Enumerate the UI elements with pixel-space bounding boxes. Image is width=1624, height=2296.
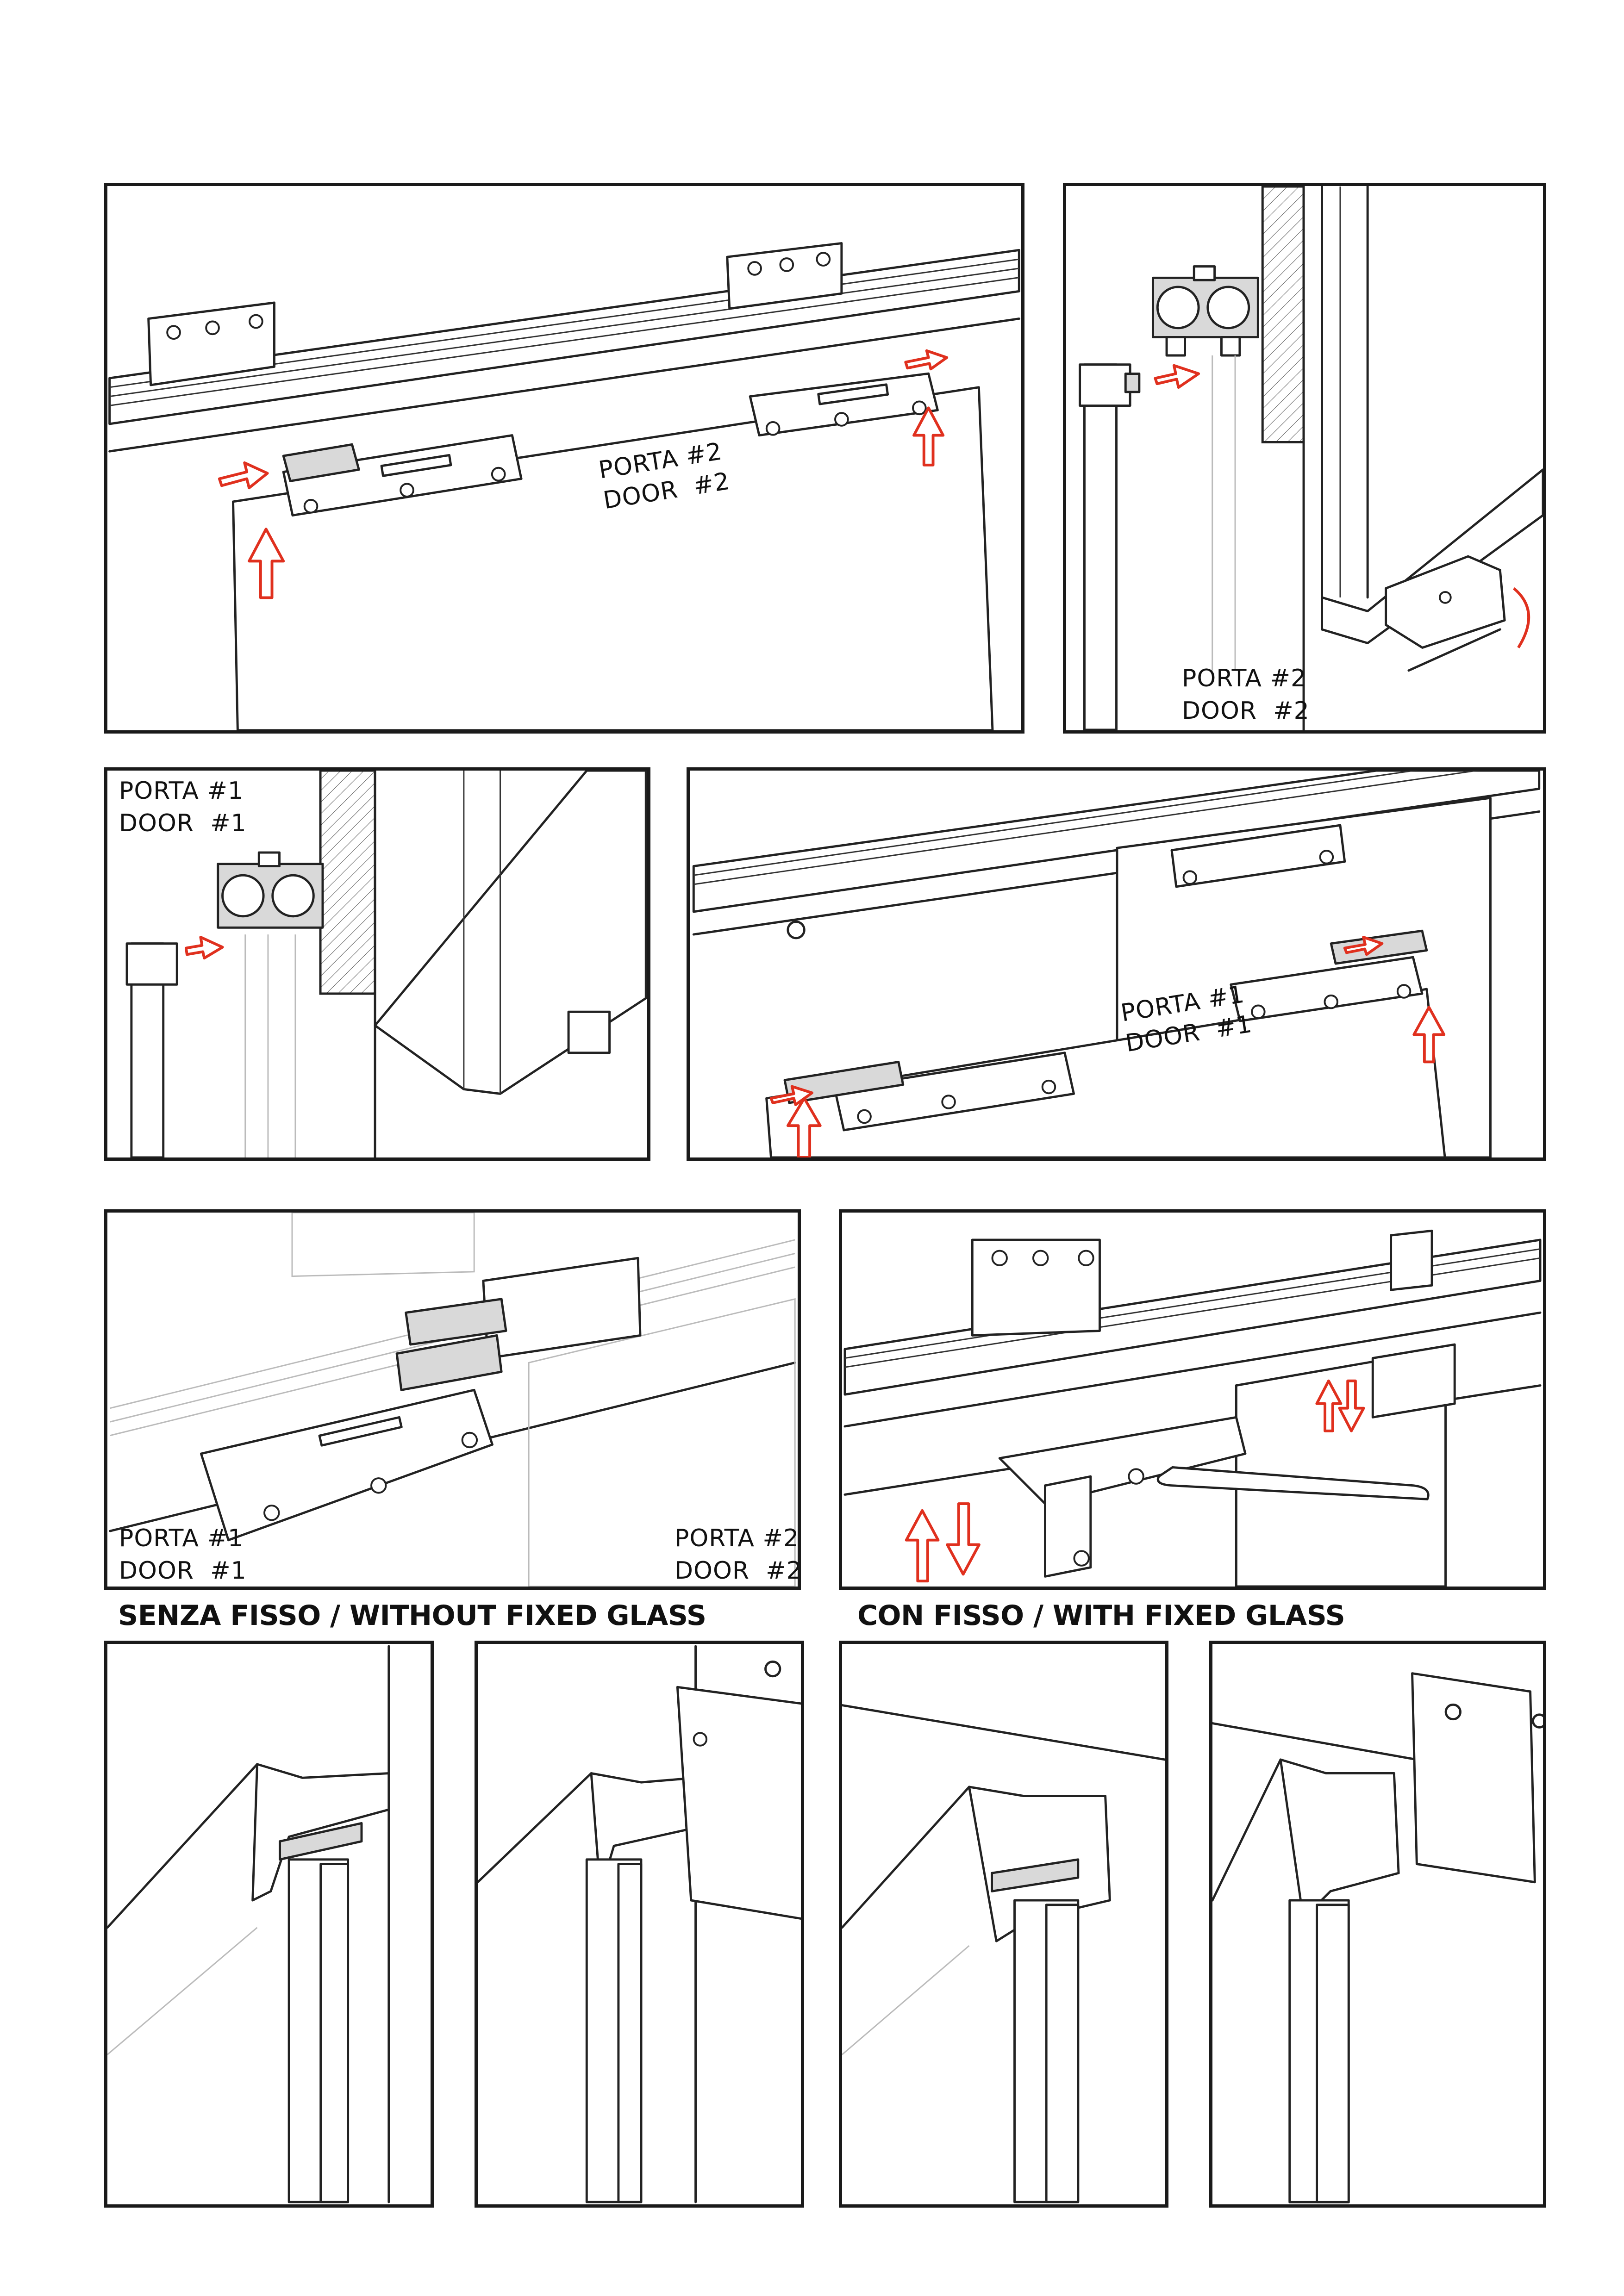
door2-detail-illustration bbox=[1079, 186, 1543, 730]
red-arrow-icon bbox=[1343, 936, 1384, 956]
door2-detail-label-it: PORTA #2 bbox=[1182, 665, 1307, 692]
screw-icon bbox=[764, 1660, 781, 1678]
red-arrow-icon bbox=[769, 1085, 813, 1106]
panel-7-without-fixed-profile bbox=[104, 1641, 434, 2208]
red-arrow-icon bbox=[905, 1509, 940, 1583]
red-arrow-icon bbox=[946, 1502, 981, 1576]
both-doors-label-door1-en: DOOR #1 bbox=[119, 1557, 247, 1585]
heading-with-fixed-glass: CON FISSO / WITH FIXED GLASS bbox=[857, 1599, 1345, 1632]
red-arrow-icon bbox=[904, 349, 949, 371]
red-arrow-icon bbox=[218, 461, 269, 490]
spanner-icon bbox=[1156, 1466, 1430, 1500]
both-doors-carriage-illustration bbox=[109, 1213, 796, 1587]
heading-without-fixed-glass: SENZA FISSO / WITHOUT FIXED GLASS bbox=[118, 1599, 706, 1632]
panel-2-door2-detail: PORTA #2 DOOR #2 bbox=[1063, 183, 1546, 734]
door1-detail-illustration bbox=[125, 771, 647, 1157]
screw-icon bbox=[1444, 1703, 1462, 1721]
red-arrow-icon bbox=[1338, 1379, 1365, 1432]
with-fixed-profile-illustration bbox=[842, 1704, 1165, 2203]
both-doors-label-door1-it: PORTA #1 bbox=[119, 1524, 244, 1552]
door2-detail-label-en: DOOR #2 bbox=[1182, 697, 1310, 725]
red-arrow-icon bbox=[184, 936, 224, 960]
red-arrow-icon bbox=[786, 1097, 822, 1157]
end-cover-plate bbox=[676, 1686, 801, 1920]
screw-icon bbox=[1531, 1713, 1543, 1729]
panel-10-with-fixed-cover bbox=[1209, 1641, 1546, 2208]
door1-label-it: PORTA #1 bbox=[119, 777, 244, 805]
without-fixed-profile-illustration bbox=[107, 1645, 390, 2203]
end-cover-plate bbox=[1411, 1672, 1536, 1884]
both-doors-label-door2-en: DOOR #2 bbox=[675, 1557, 801, 1585]
door2-hanging-illustration bbox=[108, 242, 1020, 730]
red-arrow-icon bbox=[1412, 1006, 1446, 1064]
panel-1-door2-hanging: PORTA #2 DOOR #2 bbox=[104, 183, 1024, 734]
door1-hanging-illustration bbox=[692, 771, 1541, 1157]
both-doors-label-door2-it: PORTA #2 bbox=[675, 1524, 800, 1552]
red-arrow-icon bbox=[912, 406, 945, 467]
red-arrow-icon bbox=[1315, 1379, 1343, 1432]
hex-key-icon bbox=[1407, 628, 1501, 672]
panel-9-with-fixed-profile bbox=[839, 1641, 1168, 2208]
red-arrow-icon bbox=[248, 528, 285, 599]
panel-8-without-fixed-cover bbox=[475, 1641, 804, 2208]
without-fixed-cover-illustration bbox=[478, 1645, 801, 2203]
with-fixed-cover-illustration bbox=[1212, 1672, 1543, 2203]
panel-4-door1-hanging: PORTA #1 DOOR #1 bbox=[687, 767, 1546, 1161]
panel-3-door1-detail: PORTA #1 DOOR #1 bbox=[104, 767, 650, 1161]
red-arrow-icon bbox=[1154, 364, 1200, 389]
height-adjustment-illustration bbox=[843, 1229, 1542, 1587]
door1-label-en: DOOR #1 bbox=[119, 809, 247, 837]
rotation-arrow-icon bbox=[1512, 587, 1530, 649]
panel-6-height-adjust bbox=[839, 1209, 1546, 1590]
panel-5-both-doors: PORTA #1 DOOR #1 PORTA #2 DOOR #2 bbox=[104, 1209, 801, 1590]
